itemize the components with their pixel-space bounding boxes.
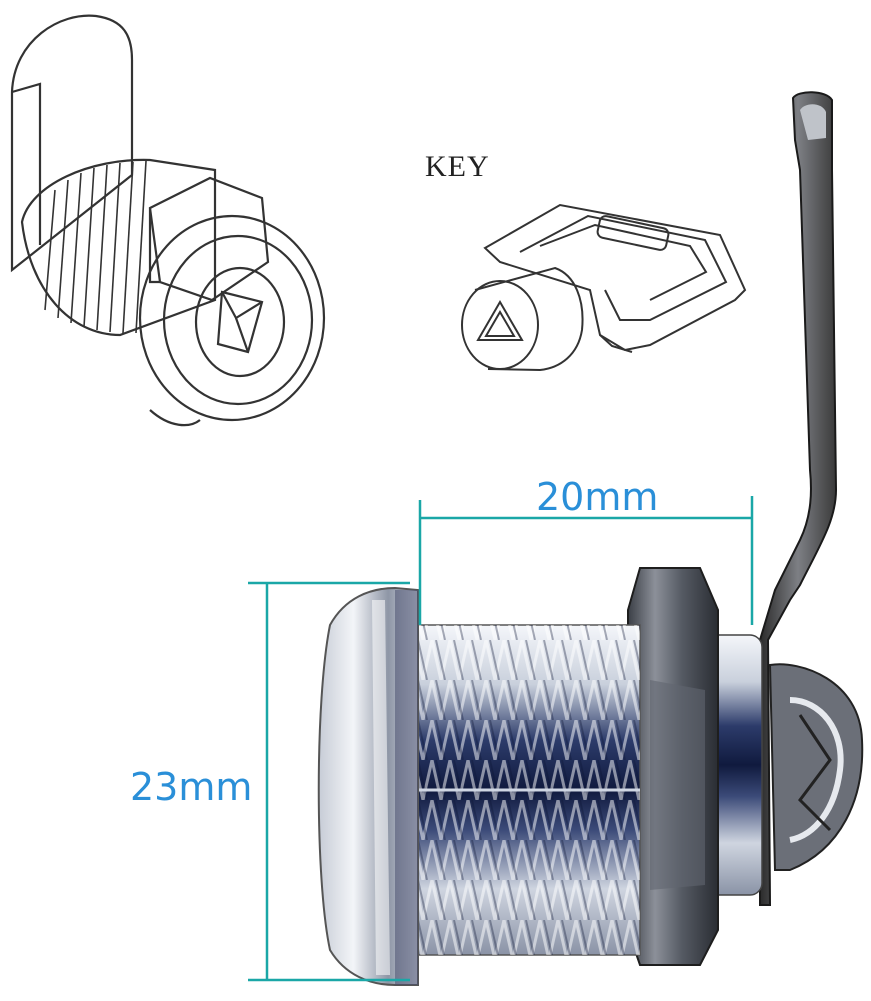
height-dimension-label: 23mm — [130, 765, 252, 809]
cam-tongue — [759, 91, 838, 906]
width-dimension-label: 20mm — [536, 475, 658, 519]
front-flange — [317, 586, 419, 986]
width-dimension-lines — [418, 496, 754, 625]
back-spring — [768, 663, 864, 871]
cam-lock-photo — [317, 567, 864, 986]
height-dimension-lines — [248, 581, 410, 982]
key-line-drawing — [461, 203, 747, 372]
cam-lock-line-drawing — [10, 14, 326, 427]
key-label: KEY — [425, 150, 490, 183]
